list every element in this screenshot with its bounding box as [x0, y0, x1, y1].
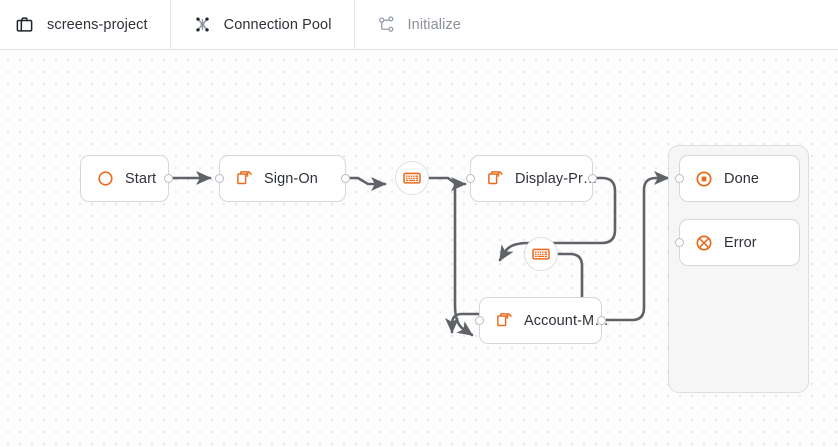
tab-initialize[interactable]: Initialize	[354, 0, 483, 49]
port-in[interactable]	[675, 174, 684, 183]
stop-circle-icon	[694, 169, 714, 189]
node-display-pr[interactable]: Display-Pr…	[466, 155, 597, 202]
tab-screens-project[interactable]: screens-project	[0, 0, 171, 49]
edge-kbd1-to-displaypr	[427, 176, 467, 192]
node-error[interactable]: Error	[675, 219, 800, 266]
port-in[interactable]	[215, 174, 224, 183]
network-hub-icon	[193, 15, 213, 35]
node-start[interactable]: Start	[80, 155, 173, 202]
node-label: Display-Pr…	[515, 170, 598, 187]
tab-label: Initialize	[407, 16, 461, 33]
tab-bar: screens-project Connection Pool	[0, 0, 838, 50]
edge-accountm-to-done	[600, 170, 670, 322]
workflow-branch-icon	[377, 15, 397, 35]
port-out[interactable]	[341, 174, 350, 183]
node-sign-on[interactable]: Sign-On	[215, 155, 350, 202]
tab-label: Connection Pool	[223, 16, 332, 33]
tab-label: screens-project	[47, 16, 148, 33]
port-out[interactable]	[164, 174, 173, 183]
tab-connection-pool[interactable]: Connection Pool	[170, 0, 355, 49]
edge-signon-to-kbd1	[344, 176, 387, 192]
flow-canvas[interactable]: Start Sign-On	[0, 50, 838, 447]
node-account-m[interactable]: Account-M…	[475, 297, 609, 344]
keyboard-icon	[402, 168, 422, 188]
edge-displaypr-to-kbd2	[498, 176, 617, 262]
x-circle-icon	[694, 233, 714, 253]
keyboard-icon	[531, 244, 551, 264]
node-label: Error	[724, 234, 757, 251]
node-label: Sign-On	[264, 170, 318, 187]
node-done[interactable]: Done	[675, 155, 800, 202]
screen-out-icon	[234, 169, 254, 189]
node-label: Account-M…	[524, 312, 609, 329]
node-keyboard-1[interactable]	[395, 161, 429, 195]
port-in[interactable]	[675, 238, 684, 247]
port-out[interactable]	[588, 174, 597, 183]
circle-outline-icon	[95, 169, 115, 189]
briefcase-icon	[14, 15, 34, 35]
edge-kbd1-to-accountm	[453, 181, 474, 337]
screen-out-icon	[494, 311, 514, 331]
edge-layer	[167, 170, 670, 337]
screen-out-icon	[485, 169, 505, 189]
node-label: Done	[724, 170, 760, 187]
port-out[interactable]	[597, 316, 606, 325]
port-in[interactable]	[466, 174, 475, 183]
node-keyboard-2[interactable]	[524, 237, 558, 271]
node-label: Start	[125, 170, 157, 187]
port-in[interactable]	[475, 316, 484, 325]
